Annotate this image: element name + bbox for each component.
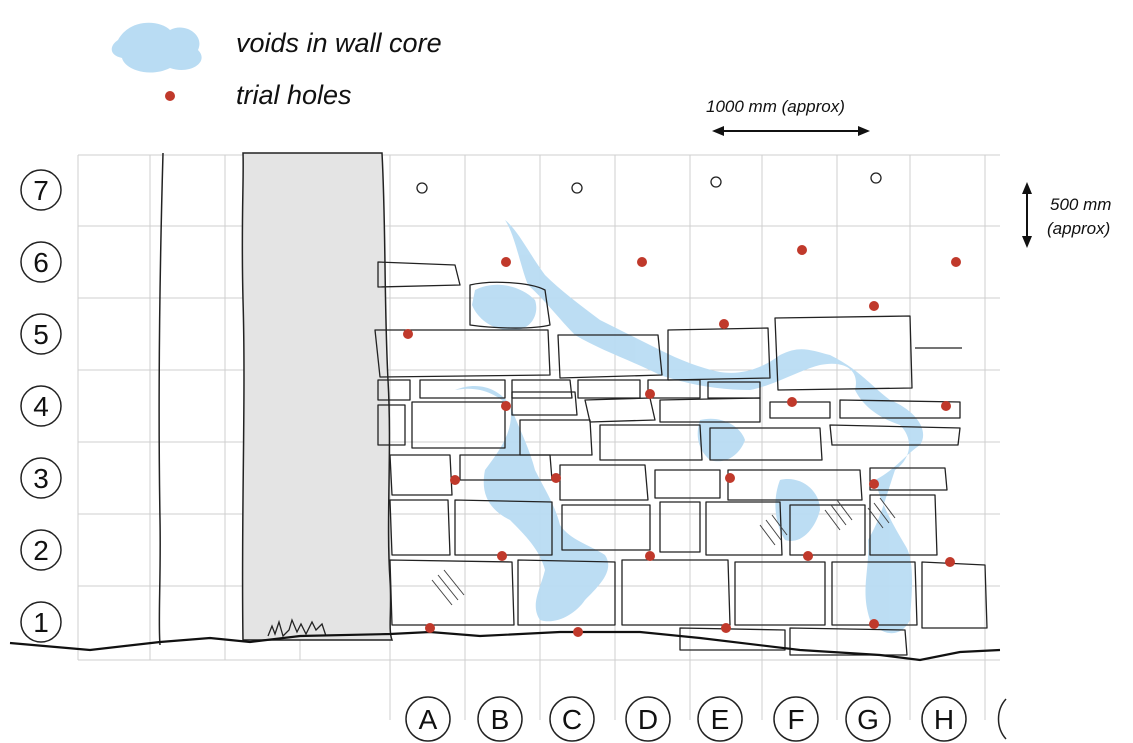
row-label: 3 — [33, 463, 49, 494]
column-label: C — [562, 704, 582, 735]
trial-hole — [637, 257, 647, 267]
grey-wall-section — [241, 152, 394, 641]
vertical-scale: 500 mm (approx) — [1022, 182, 1111, 248]
trial-hole — [951, 257, 961, 267]
trial-hole — [425, 623, 435, 633]
row-label: 4 — [33, 391, 49, 422]
trial-holes — [403, 245, 961, 637]
column-label: E — [711, 704, 730, 735]
column-label: D — [638, 704, 658, 735]
row-label: 2 — [33, 535, 49, 566]
vertical-scale-label-1: 500 mm — [1050, 195, 1111, 214]
trial-hole — [869, 301, 879, 311]
trial-hole — [403, 329, 413, 339]
row-label-circle — [20, 241, 62, 283]
wall-edge-line — [158, 152, 164, 646]
ground-line — [9, 630, 1001, 662]
row-label: 7 — [33, 175, 49, 206]
open-holes — [416, 172, 882, 194]
horizontal-scale: 1000 mm (approx) — [706, 97, 870, 136]
trial-hole — [645, 389, 655, 399]
open-hole — [571, 182, 583, 194]
open-hole — [710, 176, 722, 188]
column-label: B — [491, 704, 510, 735]
vertical-scale-arrowhead-bottom — [1022, 236, 1032, 248]
vertical-scale-arrowhead-top — [1022, 182, 1032, 194]
vegetation-sketch — [267, 618, 327, 638]
row-label-circle — [20, 457, 62, 499]
void-legend-swatch — [111, 22, 202, 73]
row-label-circle — [20, 169, 62, 211]
horizontal-scale-label: 1000 mm (approx) — [706, 97, 845, 116]
column-label-circle — [625, 696, 671, 742]
legend: voids in wall core trial holes — [111, 22, 442, 110]
trial-hole — [869, 479, 879, 489]
trial-hole — [941, 401, 951, 411]
survey-grid — [77, 154, 1000, 720]
row-label-circle — [20, 313, 62, 355]
trial-hole — [573, 627, 583, 637]
column-label-circle — [405, 696, 451, 742]
row-labels: 7 6 5 4 3 2 1 — [20, 169, 62, 643]
column-label: F — [787, 704, 804, 735]
row-label: 6 — [33, 247, 49, 278]
column-labels: A B C D E F G H — [405, 696, 1007, 742]
column-label: G — [857, 704, 879, 735]
row-label-circle — [20, 601, 62, 643]
trial-hole — [501, 257, 511, 267]
wall-core-voids — [455, 220, 924, 634]
trial-hole — [721, 623, 731, 633]
column-label-circle — [697, 696, 743, 742]
adjacent-wall — [158, 152, 394, 646]
trial-hole — [501, 401, 511, 411]
hatched-areas — [431, 497, 896, 606]
horizontal-scale-arrowhead-left — [712, 126, 724, 136]
column-label-circle — [549, 696, 595, 742]
trial-holes-legend-label: trial holes — [236, 80, 352, 110]
trial-hole — [497, 551, 507, 561]
trial-hole — [787, 397, 797, 407]
trial-hole — [945, 557, 955, 567]
column-label-circle — [773, 696, 819, 742]
column-label-circle — [921, 696, 967, 742]
trial-hole — [645, 551, 655, 561]
open-hole — [870, 172, 882, 184]
vertical-scale-label-2: (approx) — [1047, 219, 1110, 238]
horizontal-scale-arrowhead-right — [858, 126, 870, 136]
column-label-partial — [997, 698, 1007, 740]
column-label: A — [419, 704, 438, 735]
trial-hole — [551, 473, 561, 483]
trial-hole — [719, 319, 729, 329]
row-label-circle — [20, 529, 62, 571]
trial-hole — [797, 245, 807, 255]
column-label-circle — [845, 696, 891, 742]
trial-hole — [725, 473, 735, 483]
voids-legend-label: voids in wall core — [236, 28, 442, 58]
masonry-stones — [374, 261, 988, 656]
column-label: H — [934, 704, 954, 735]
trial-hole — [450, 475, 460, 485]
row-label: 5 — [33, 319, 49, 350]
trial-hole-legend-marker — [165, 91, 175, 101]
row-label: 1 — [33, 607, 49, 638]
row-label-circle — [20, 385, 62, 427]
trial-hole — [803, 551, 813, 561]
trial-hole — [869, 619, 879, 629]
open-hole — [416, 182, 428, 194]
column-label-circle — [477, 696, 523, 742]
